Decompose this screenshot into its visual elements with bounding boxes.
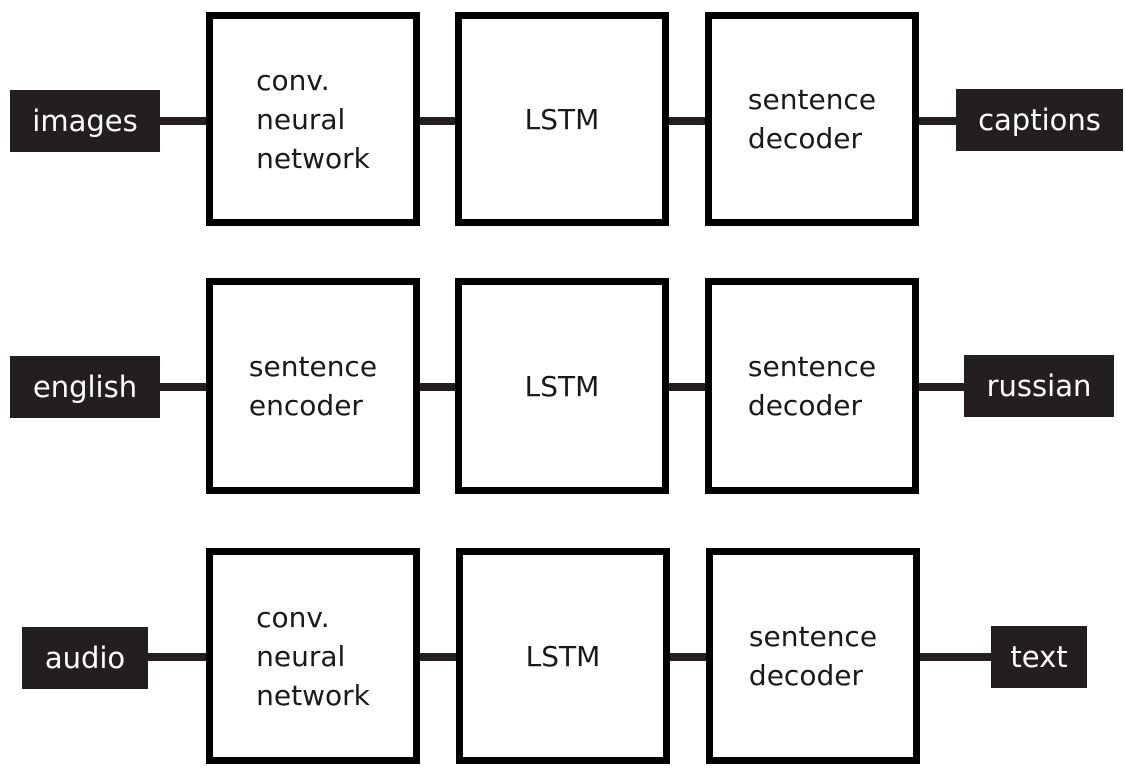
block-label: sentence decoder (748, 620, 878, 692)
block-encoder-row2: sentence encoder (206, 278, 420, 494)
block-label: sentence encoder (248, 350, 378, 422)
block-label: sentence decoder (747, 83, 877, 155)
block-decoder-row2: sentence decoder (705, 278, 919, 494)
block-label: LSTM (524, 102, 600, 136)
connector-block1-block2-row3 (420, 653, 458, 661)
connector-block2-block3-row1 (668, 117, 706, 125)
connector-block1-block2-row2 (420, 383, 456, 391)
connector-output-row1 (918, 117, 958, 125)
block-lstm-row3: LSTM (456, 548, 670, 764)
output-label-row2: russian (964, 355, 1114, 417)
block-label: sentence decoder (747, 350, 877, 422)
block-label: LSTM (525, 639, 601, 673)
block-label: conv. neural network (256, 63, 370, 175)
connector-block2-block3-row3 (668, 653, 708, 661)
connector-input-row3 (148, 653, 208, 661)
block-decoder-row1: sentence decoder (705, 12, 919, 226)
connector-input-row1 (160, 117, 208, 125)
connector-output-row3 (917, 653, 993, 661)
block-cnn-row3: conv. neural network (206, 548, 420, 764)
connector-output-row2 (918, 383, 966, 391)
block-lstm-row2: LSTM (455, 278, 669, 494)
connector-block2-block3-row2 (668, 383, 706, 391)
output-label-row1: captions (956, 89, 1123, 151)
input-label-row2: english (10, 356, 160, 418)
block-label: conv. neural network (256, 600, 370, 712)
input-label-row3: audio (22, 627, 148, 689)
connector-input-row2 (160, 383, 208, 391)
connector-block1-block2-row1 (420, 117, 456, 125)
block-decoder-row3: sentence decoder (706, 548, 920, 764)
input-label-row1: images (10, 90, 160, 152)
block-cnn-row1: conv. neural network (206, 12, 420, 226)
output-label-row3: text (991, 626, 1087, 688)
block-lstm-row1: LSTM (455, 12, 669, 226)
block-label: LSTM (524, 369, 600, 403)
